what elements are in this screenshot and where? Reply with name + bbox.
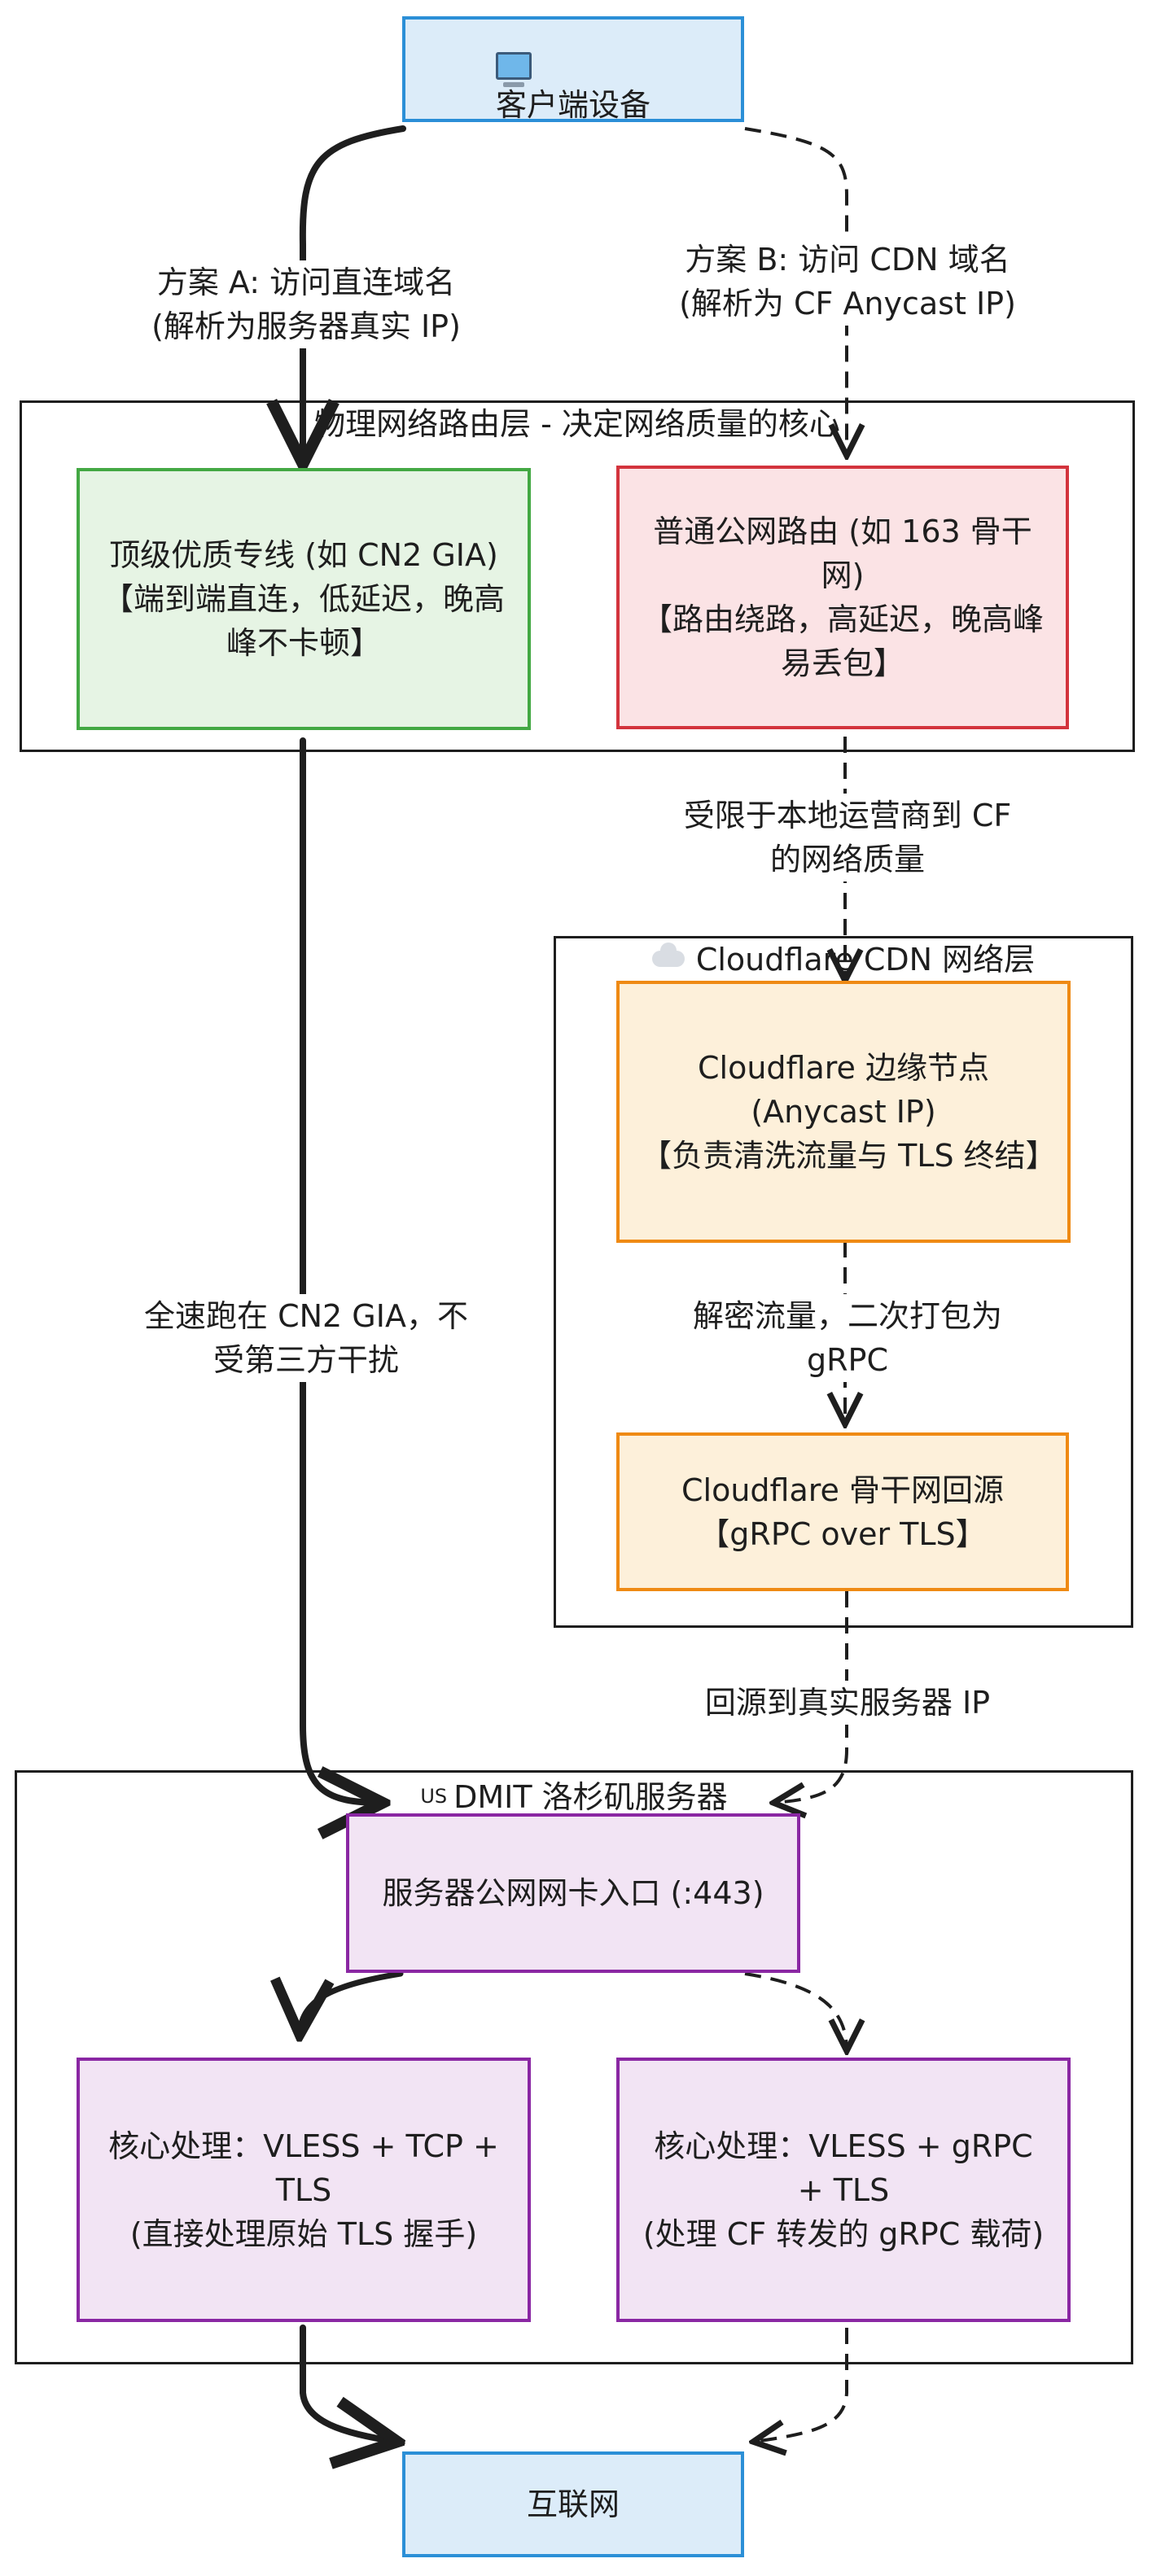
edge-label-plan-a: 方案 A: 访问直连域名 (解析为服务器真实 IP) bbox=[114, 260, 498, 348]
core-tcp-node[interactable]: 核心处理：VLESS + TCP + TLS (直接处理原始 TLS 握手) bbox=[77, 2058, 531, 2322]
edge-client-to-public bbox=[744, 127, 847, 456]
edge-label-plan-b: 方案 B: 访问 CDN 域名 (解析为 CF Anycast IP) bbox=[647, 238, 1048, 326]
us-flag-icon: US bbox=[420, 1784, 448, 1808]
edge-label-limited: 受限于本地运营商到 CF 的网络质量 bbox=[647, 794, 1048, 881]
group-physical-title: 物理网络路由层 - 决定网络质量的核心 bbox=[314, 406, 840, 442]
server-nic-node[interactable]: 服务器公网网卡入口 (:443) bbox=[346, 1813, 800, 1973]
edge-label-decrypt: 解密流量，二次打包为 gRPC bbox=[647, 1294, 1048, 1382]
edge-server-to-tcp bbox=[300, 1970, 404, 2035]
group-dmit-label: DMIT 洛杉矶服务器 bbox=[453, 1779, 728, 1815]
cn2-gia-node[interactable]: 顶级优质专线 (如 CN2 GIA) 【端到端直连，低延迟，晚高峰不卡顿】 bbox=[77, 468, 531, 730]
internet-node[interactable]: 互联网 bbox=[402, 2451, 744, 2557]
public-route-node[interactable]: 普通公网路由 (如 163 骨干网) 【路由绕路，高延迟，晚高峰易丢包】 bbox=[616, 466, 1069, 729]
edge-grpc-to-internet bbox=[753, 2328, 848, 2442]
client-device-node[interactable]: 客户端设备 bbox=[402, 16, 744, 123]
edge-cn2-to-server bbox=[300, 737, 383, 1803]
edge-tcp-to-internet bbox=[300, 2325, 397, 2442]
computer-icon bbox=[495, 52, 532, 87]
cloud-icon bbox=[651, 942, 685, 967]
internet-label: 互联网 bbox=[526, 2486, 620, 2522]
core-tcp-label: 核心处理：VLESS + TCP + TLS (直接处理原始 TLS 握手) bbox=[108, 2128, 499, 2252]
core-grpc-label: 核心处理：VLESS + gRPC + TLS (处理 CF 转发的 gRPC … bbox=[642, 2128, 1045, 2252]
edge-backbone-to-server bbox=[773, 1591, 848, 1803]
group-cloudflare: Cloudflare CDN 网络层 bbox=[554, 936, 1133, 1628]
server-nic-label: 服务器公网网卡入口 (:443) bbox=[382, 1875, 764, 1911]
core-grpc-node[interactable]: 核心处理：VLESS + gRPC + TLS (处理 CF 转发的 gRPC … bbox=[616, 2058, 1071, 2322]
edge-label-fullspeed: 全速跑在 CN2 GIA，不 受第三方干扰 bbox=[106, 1294, 506, 1382]
cn2-gia-label: 顶级优质专线 (如 CN2 GIA) 【端到端直连，低延迟，晚高峰不卡顿】 bbox=[102, 537, 505, 661]
public-route-label: 普通公网路由 (如 163 骨干网) 【路由绕路，高延迟，晚高峰易丢包】 bbox=[641, 514, 1044, 681]
group-cloudflare-label: Cloudflare CDN 网络层 bbox=[695, 942, 1036, 977]
edge-client-to-cn2 bbox=[303, 125, 406, 464]
client-device-label: 客户端设备 bbox=[495, 87, 650, 123]
cf-edge-label: Cloudflare 边缘节点 (Anycast IP) 【负责清洗流量与 TL… bbox=[641, 1050, 1057, 1174]
group-cloudflare-title: Cloudflare CDN 网络层 bbox=[556, 942, 1131, 977]
group-physical-routing: 物理网络路由层 - 决定网络质量的核心 bbox=[20, 400, 1135, 752]
cf-edge-node[interactable]: Cloudflare 边缘节点 (Anycast IP) 【负责清洗流量与 TL… bbox=[616, 981, 1071, 1243]
edge-server-to-grpc bbox=[744, 1972, 847, 2051]
cf-backbone-label: Cloudflare 骨干网回源 【gRPC over TLS】 bbox=[681, 1472, 1004, 1552]
cf-backbone-node[interactable]: Cloudflare 骨干网回源 【gRPC over TLS】 bbox=[616, 1432, 1069, 1591]
edge-label-back-to-origin: 回源到真实服务器 IP bbox=[647, 1681, 1048, 1725]
